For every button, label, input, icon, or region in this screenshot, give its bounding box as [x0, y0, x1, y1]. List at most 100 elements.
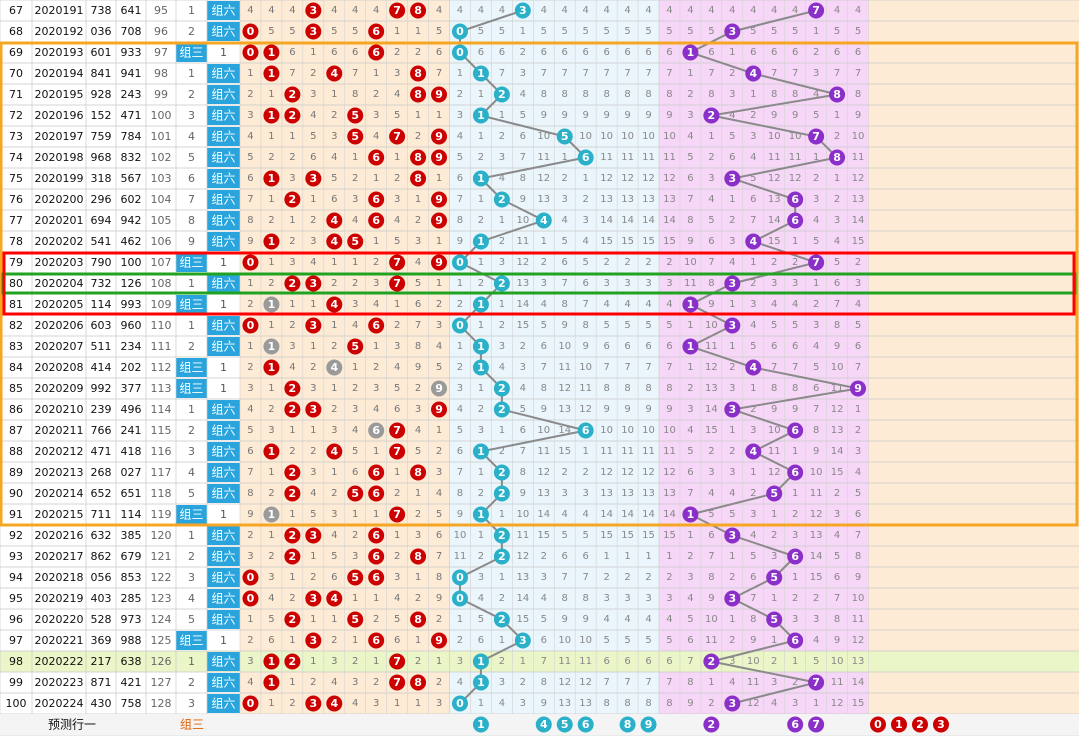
miss-count: 1	[750, 383, 756, 394]
digit-ball-label: 6	[372, 193, 380, 206]
digit-ball	[431, 149, 448, 166]
miss-count: 2	[708, 152, 714, 163]
miss-count: 3	[562, 488, 568, 499]
cell-p: 2020198	[35, 151, 84, 164]
zone-bg	[868, 0, 1079, 21]
min-digit-label: 0	[456, 592, 464, 605]
miss-count: 7	[603, 677, 609, 688]
group-cell-bg	[207, 127, 240, 146]
cell-b: 285	[121, 592, 142, 605]
group-cell-bg	[176, 631, 207, 650]
miss-count: 2	[478, 551, 484, 562]
miss-count: 2	[310, 446, 316, 457]
group-label: 组六	[211, 151, 235, 165]
cell-b: 241	[121, 424, 142, 437]
miss-count: 14	[621, 509, 634, 520]
pred-ball-label: 1	[477, 718, 485, 731]
row-bg	[0, 336, 240, 357]
miss-count: 3	[729, 383, 735, 394]
miss-count: 1	[457, 341, 463, 352]
miss-count: 3	[352, 299, 358, 310]
cell-c1: 111	[151, 340, 172, 353]
miss-count: 8	[541, 677, 547, 688]
miss-count: 1	[331, 467, 337, 478]
miss-count: 2	[750, 110, 756, 121]
miss-count: 1	[220, 46, 227, 59]
digit-ball-label: 0	[247, 25, 255, 38]
mid-digit-label: 6	[791, 634, 799, 647]
row-bg	[0, 399, 240, 420]
min-digit-ball	[472, 338, 489, 355]
miss-count: 8	[687, 677, 693, 688]
miss-count: 1	[373, 341, 379, 352]
miss-count: 1	[687, 68, 693, 79]
miss-count: 3	[666, 593, 672, 604]
miss-count: 10	[810, 467, 823, 478]
miss-count: 7	[666, 362, 672, 373]
miss-count: 10	[705, 614, 718, 625]
zone-bg	[868, 609, 1079, 630]
miss-count: 3	[813, 68, 819, 79]
miss-count: 1	[415, 488, 421, 499]
miss-count: 9	[687, 236, 693, 247]
digit-ball-label: 1	[268, 655, 276, 668]
digit-ball	[326, 65, 343, 82]
miss-count: 13	[642, 194, 655, 205]
miss-count: 8	[582, 593, 588, 604]
group-cell-bg	[207, 652, 240, 671]
miss-count: 8	[624, 698, 630, 709]
miss-count: 10	[642, 425, 655, 436]
mid-digit-ball	[703, 653, 720, 670]
miss-count: 4	[666, 5, 672, 16]
miss-count: 8	[603, 698, 609, 709]
miss-count: 14	[663, 509, 676, 520]
digit-ball	[368, 212, 385, 229]
miss-count: 4	[247, 5, 253, 16]
mid-digit-label: 3	[728, 592, 736, 605]
miss-count: 2	[415, 215, 421, 226]
mid-digit-ball	[766, 485, 783, 502]
miss-count: 1	[729, 47, 735, 58]
miss-count: 7	[834, 68, 840, 79]
mid-digit-label: 3	[728, 529, 736, 542]
miss-count: 1	[750, 89, 756, 100]
miss-count: 8	[520, 467, 526, 478]
pred-ball-max	[933, 716, 949, 733]
miss-count: 2	[331, 110, 337, 121]
miss-count: 4	[687, 593, 693, 604]
miss-count: 4	[771, 5, 777, 16]
digit-ball	[263, 443, 280, 460]
cell-c2: 6	[188, 172, 195, 185]
miss-count: 8	[624, 89, 630, 100]
miss-count: 1	[582, 173, 588, 184]
miss-count: 10	[537, 425, 550, 436]
digit-ball-label: 9	[435, 403, 443, 416]
miss-count: 1	[352, 593, 358, 604]
miss-count: 4	[750, 152, 756, 163]
miss-count: 6	[499, 47, 505, 58]
trend-line-min	[458, 9, 588, 705]
miss-count: 4	[834, 236, 840, 247]
miss-count: 3	[394, 68, 400, 79]
miss-count: 4	[352, 320, 358, 331]
miss-count: 8	[645, 89, 651, 100]
min-digit-ball	[451, 590, 468, 607]
miss-count: 5	[268, 26, 274, 37]
miss-count: 7	[247, 194, 253, 205]
miss-count: 13	[663, 488, 676, 499]
cell-n: 73	[9, 130, 23, 143]
miss-count: 6	[457, 446, 463, 457]
miss-count: 3	[436, 698, 442, 709]
zone-bg	[868, 147, 1079, 168]
miss-count: 15	[663, 236, 676, 247]
min-digit-ball	[514, 632, 531, 649]
cell-c1: 96	[154, 25, 168, 38]
digit-ball	[368, 317, 385, 334]
miss-count: 4	[792, 5, 798, 16]
cell-p: 2020212	[35, 445, 84, 458]
miss-count: 9	[792, 110, 798, 121]
miss-count: 6	[310, 152, 316, 163]
digit-ball-label: 2	[289, 88, 297, 101]
row-bg	[0, 651, 240, 672]
min-digit-ball	[472, 653, 489, 670]
